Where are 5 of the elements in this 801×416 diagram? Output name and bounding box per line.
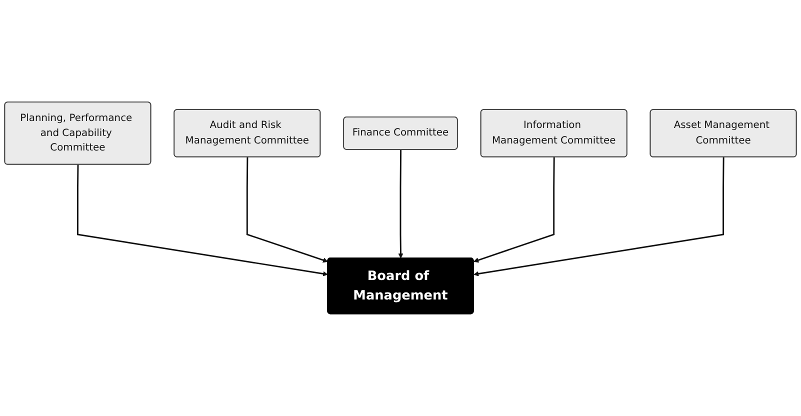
arrow bbox=[398, 150, 404, 258]
arrow bbox=[474, 157, 555, 263]
arrow bbox=[76, 164, 328, 276]
arrow bbox=[474, 157, 724, 276]
arrow bbox=[246, 157, 328, 263]
